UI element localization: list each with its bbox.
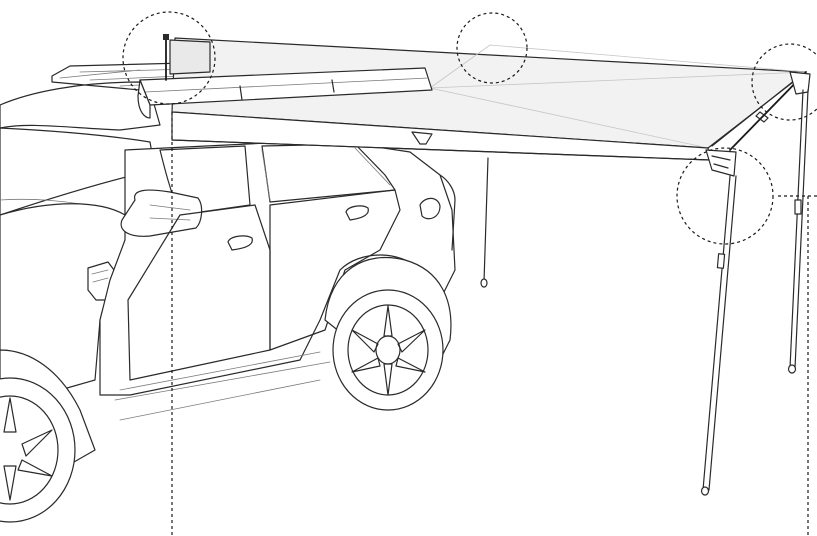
callout-corner-leg <box>676 147 774 245</box>
front-door-handle <box>227 235 253 251</box>
front-wheel <box>0 377 76 523</box>
valance-bottom-edge <box>171 139 711 161</box>
leg-rear-clamp <box>794 199 802 215</box>
side-mirror-detail <box>149 204 191 221</box>
front-door <box>127 204 271 381</box>
hinge-knuckle <box>755 111 769 123</box>
rear-door <box>269 189 401 351</box>
window-frame-detail <box>261 147 391 201</box>
car-roof <box>0 81 161 131</box>
awning <box>137 34 811 496</box>
leg-front-foot <box>700 486 710 496</box>
awning-side-flap <box>170 40 210 74</box>
leg-front-b <box>708 175 737 491</box>
vehicle <box>0 59 456 523</box>
awning-side-flap-outline <box>169 39 211 75</box>
callout-canopy-center <box>456 12 528 84</box>
side-sill <box>114 351 331 421</box>
canopy-seam-a <box>429 71 807 89</box>
awning-housing-strap-1 <box>239 85 243 101</box>
front-indicator-detail <box>91 269 109 283</box>
awning-housing-seam <box>144 77 429 93</box>
awning-housing-end <box>137 79 151 119</box>
leg-rear-foot <box>787 364 797 374</box>
rear-rim <box>347 304 429 396</box>
canopy-seam-d <box>489 44 807 73</box>
callout-left-bracket <box>122 11 216 105</box>
right-hinge-brace <box>711 75 801 147</box>
leg-rear-b <box>794 89 809 369</box>
leg-front-clamp <box>716 253 726 269</box>
callouts <box>122 11 817 245</box>
rear-door-handle <box>345 205 369 221</box>
leg-middle-foot <box>480 278 488 288</box>
valance-tab <box>411 131 433 145</box>
left-bracket-cap <box>163 34 169 40</box>
rear-quarter <box>439 174 456 251</box>
awning-housing-strap-2 <box>331 79 335 93</box>
rear-spokes <box>351 305 426 396</box>
rear-wheel <box>332 289 444 411</box>
corner-hinge-block <box>705 149 737 177</box>
front-spokes <box>3 397 53 501</box>
guide-lines <box>171 112 817 536</box>
leg-rear-a <box>789 89 804 369</box>
leg-front-a <box>702 175 731 491</box>
canopy-seam-c <box>429 87 709 149</box>
side-mirror <box>120 189 203 237</box>
corner-hinge-detail <box>711 155 731 169</box>
canopy-seam-b <box>429 44 491 89</box>
right-hinge-block <box>789 71 811 95</box>
fuel-cap <box>419 197 441 220</box>
leg-middle <box>483 157 489 283</box>
